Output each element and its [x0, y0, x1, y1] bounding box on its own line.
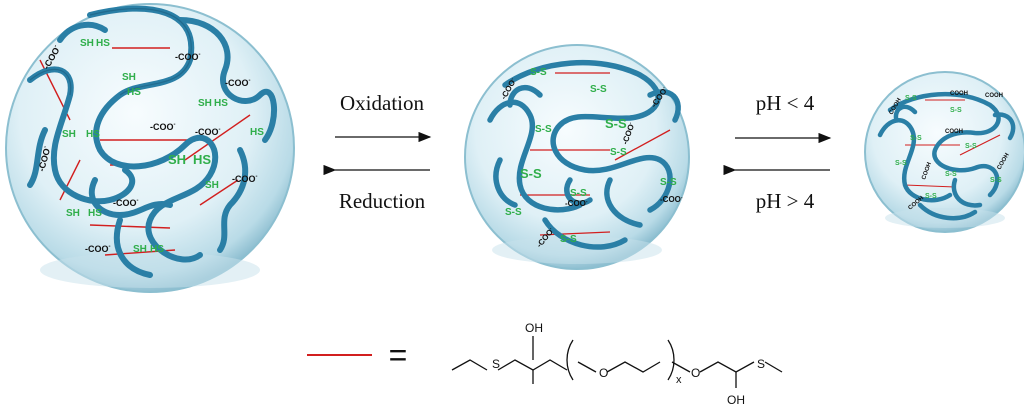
disulfide-label: S-S [605, 116, 627, 131]
disulfide-label: S-S [520, 166, 542, 181]
disulfide-label: S-S [535, 124, 552, 135]
redox-equilibrium: Oxidation Reduction [323, 91, 432, 213]
sulfur-atom: S [757, 357, 765, 371]
disulfide-label: S-S [965, 143, 977, 150]
disulfide-label: S-S [895, 160, 907, 167]
carboxylate-label: -COO- [113, 198, 139, 208]
sulfur-atom: S [492, 357, 500, 371]
sphere-protonated: S-S S-S S-S S-S S-S S-S S-S S-S COOH COO… [864, 71, 1024, 233]
disulfide-label: S-S [910, 135, 922, 142]
reduction-label: Reduction [339, 189, 426, 213]
disulfide-label: S-S [945, 171, 957, 178]
carboxylic-acid-label: COOH [985, 93, 1003, 99]
thiol-label: HS [88, 208, 102, 219]
disulfide-label: S-S [505, 207, 522, 218]
thiol-label: HS [86, 129, 100, 140]
carboxylate-label: -COO- [225, 78, 251, 88]
thiol-label: SH [168, 152, 186, 167]
ph-equilibrium: pH < 4 pH > 4 [723, 91, 832, 213]
thiol-label: HS [96, 38, 110, 49]
thiol-label: SH [66, 208, 80, 219]
carboxylate-label: -COO- [660, 195, 683, 204]
disulfide-label: S-S [530, 67, 547, 78]
oxygen-atom: O [599, 366, 608, 380]
hydroxyl-label: OH [727, 393, 745, 407]
thiol-label: HS [193, 152, 211, 167]
carboxylic-acid-label: COOH [921, 162, 933, 181]
carboxylate-label: -COO- [565, 199, 588, 208]
disulfide-label: S-S [905, 95, 917, 102]
disulfide-label: S-S [560, 234, 577, 245]
ph-high-label: pH > 4 [756, 189, 815, 213]
disulfide-label: S-S [570, 188, 587, 199]
thiol-label: HS [250, 127, 264, 138]
carboxylate-label: -COO- [85, 244, 111, 254]
hydroxyl-label: OH [525, 321, 543, 335]
disulfide-label: S-S [610, 147, 627, 158]
thiol-label: HS [150, 244, 164, 255]
repeat-subscript: x [676, 374, 682, 386]
disulfide-label: S-S [660, 177, 677, 188]
thiol-label: SH [133, 244, 147, 255]
disulfide-label: S-S [590, 84, 607, 95]
carboxylate-label: -COO- [175, 52, 201, 62]
thiol-label: HS [127, 87, 141, 98]
carboxylic-acid-label: COOH [945, 129, 963, 135]
disulfide-label: S-S [925, 193, 937, 200]
oxygen-atom: O [691, 366, 700, 380]
carboxylic-acid-label: COOH [950, 91, 968, 97]
carboxylate-label: -COO- [232, 174, 258, 184]
thiol-label: HS [214, 98, 228, 109]
disulfide-label: S-S [990, 177, 1002, 184]
carboxylate-label: -COO- [150, 122, 176, 132]
disulfide-label: S-S [950, 107, 962, 114]
sphere-oxidized: S-S S-S S-S S-S S-S S-S S-S S-S S-S S-S … [464, 44, 690, 270]
equals-sign: = [389, 337, 408, 373]
thiol-label: SH [198, 98, 212, 109]
oxidation-label: Oxidation [340, 91, 424, 115]
thiol-label: SH [80, 38, 94, 49]
thiol-label: SH [122, 72, 136, 83]
crosslinker-structure [451, 339, 783, 388]
sphere-reduced: SH HS SH HS SH HS SH HS HS SH SH HS SH H… [5, 3, 295, 293]
carboxylate-label: -COO- [195, 127, 221, 137]
ph-low-label: pH < 4 [756, 91, 815, 115]
crosslinker-legend: = S OH O x O OH S [307, 321, 783, 407]
thiol-label: SH [62, 129, 76, 140]
thiol-label: SH [205, 180, 219, 191]
